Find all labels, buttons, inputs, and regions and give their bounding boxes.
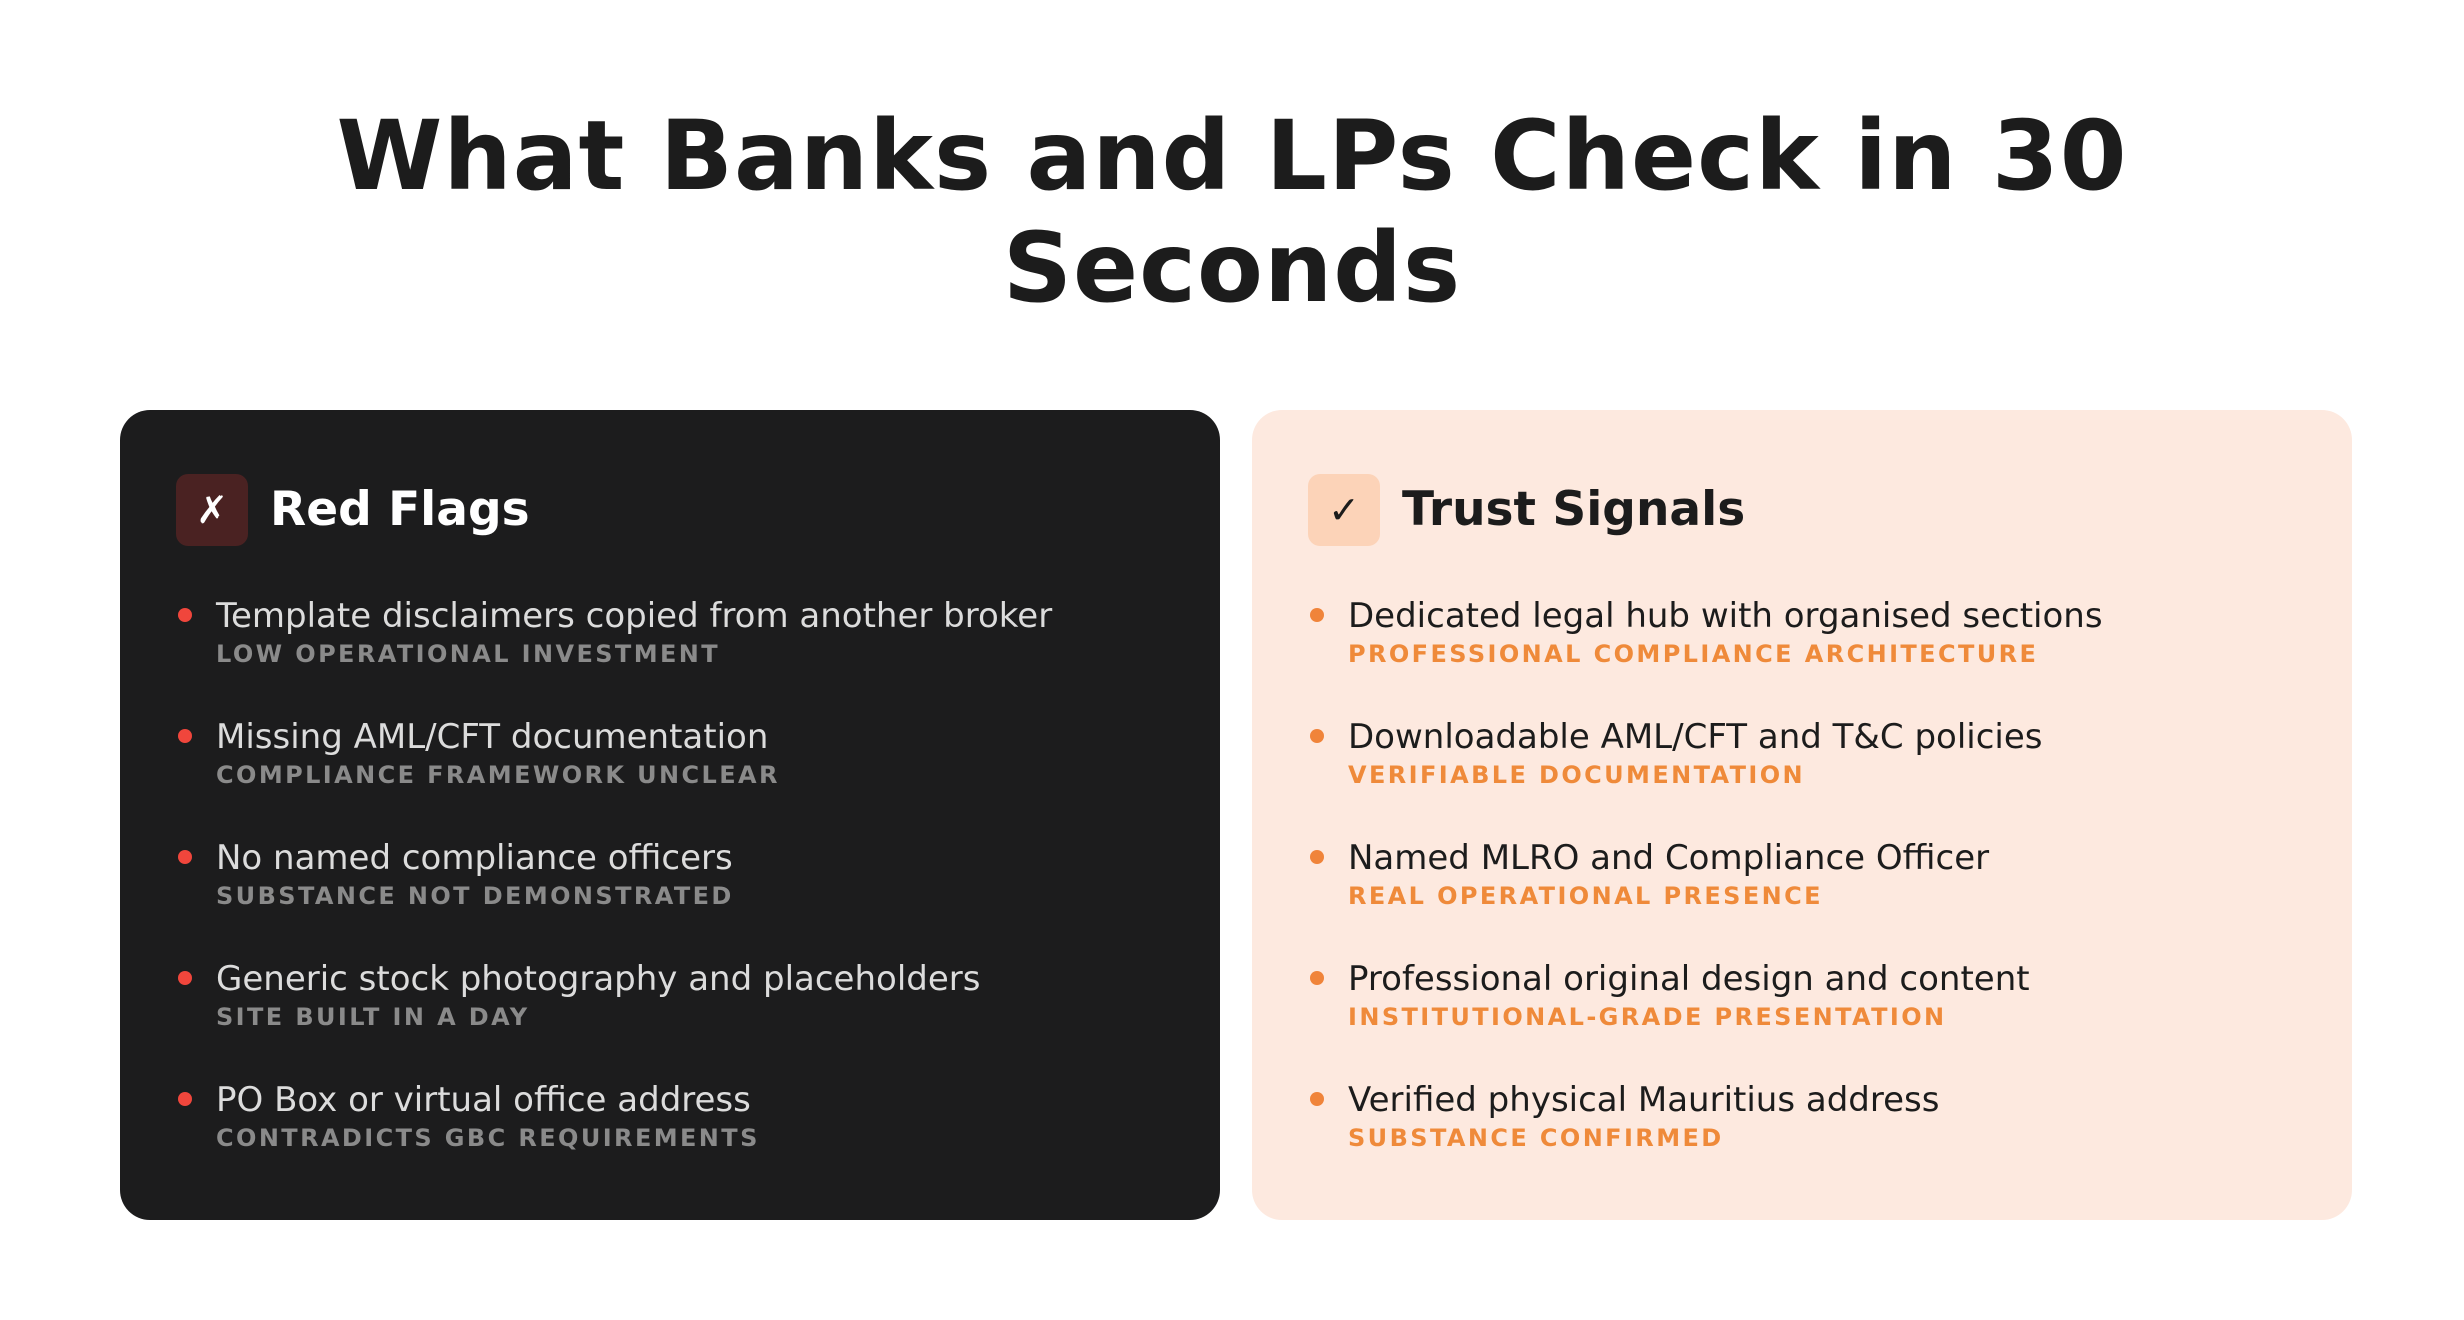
trust-signal-benefit: SUBSTANCE CONFIRMED <box>1348 1124 1724 1152</box>
trust-signal-item: Verified physical Mauritius address SUBS… <box>1308 1080 2296 1201</box>
cross-mark-icon: ✗ <box>176 474 248 546</box>
bullet-dot-icon <box>1310 729 1324 743</box>
trust-signal-text: Professional original design and content <box>1348 959 2030 999</box>
red-flag-item: PO Box or virtual office address CONTRAD… <box>176 1080 1164 1201</box>
bullet-dot-icon <box>1310 971 1324 985</box>
bullet-dot-icon <box>1310 1092 1324 1106</box>
red-flag-consequence: LOW OPERATIONAL INVESTMENT <box>216 640 721 668</box>
red-flags-card: ✗ Red Flags Template disclaimers copied … <box>120 410 1220 1220</box>
bullet-dot-icon <box>1310 608 1324 622</box>
red-flag-consequence: SITE BUILT IN A DAY <box>216 1003 530 1031</box>
bullet-dot-icon <box>178 850 192 864</box>
trust-signals-title: Trust Signals <box>1402 482 1746 537</box>
bullet-dot-icon <box>1310 850 1324 864</box>
red-flag-consequence: CONTRADICTS GBC REQUIREMENTS <box>216 1124 760 1152</box>
bullet-dot-icon <box>178 729 192 743</box>
red-flag-text: Missing AML/CFT documentation <box>216 717 769 757</box>
trust-signal-text: Dedicated legal hub with organised secti… <box>1348 596 2103 636</box>
red-flag-consequence: SUBSTANCE NOT DEMONSTRATED <box>216 882 734 910</box>
red-flag-text: Generic stock photography and placeholde… <box>216 959 981 999</box>
bullet-dot-icon <box>178 608 192 622</box>
trust-signal-benefit: VERIFIABLE DOCUMENTATION <box>1348 761 1806 789</box>
trust-signal-item: Downloadable AML/CFT and T&C policies VE… <box>1308 717 2296 838</box>
trust-signal-text: Downloadable AML/CFT and T&C policies <box>1348 717 2043 757</box>
trust-signal-text: Named MLRO and Compliance Officer <box>1348 838 1990 878</box>
trust-signal-benefit: PROFESSIONAL COMPLIANCE ARCHITECTURE <box>1348 640 2039 668</box>
trust-signal-item: Named MLRO and Compliance Officer REAL O… <box>1308 838 2296 959</box>
bullet-dot-icon <box>178 1092 192 1106</box>
trust-signal-item: Professional original design and content… <box>1308 959 2296 1080</box>
trust-signal-text: Verified physical Mauritius address <box>1348 1080 1940 1120</box>
red-flag-item: Template disclaimers copied from another… <box>176 596 1164 717</box>
red-flags-list: Template disclaimers copied from another… <box>176 596 1164 1201</box>
bullet-dot-icon <box>178 971 192 985</box>
page-title: What Banks and LPs Check in 30 Seconds <box>336 100 2128 324</box>
red-flag-item: Generic stock photography and placeholde… <box>176 959 1164 1080</box>
red-flag-text: PO Box or virtual office address <box>216 1080 751 1120</box>
red-flag-text: No named compliance officers <box>216 838 733 878</box>
trust-signals-header: ✓ Trust Signals <box>1308 474 2296 546</box>
trust-signals-card: ✓ Trust Signals Dedicated legal hub with… <box>1252 410 2352 1220</box>
trust-signal-item: Dedicated legal hub with organised secti… <box>1308 596 2296 717</box>
trust-signal-benefit: REAL OPERATIONAL PRESENCE <box>1348 882 1823 910</box>
red-flag-consequence: COMPLIANCE FRAMEWORK UNCLEAR <box>216 761 780 789</box>
check-mark-icon: ✓ <box>1308 474 1380 546</box>
red-flag-item: No named compliance officers SUBSTANCE N… <box>176 838 1164 959</box>
red-flags-header: ✗ Red Flags <box>176 474 1164 546</box>
trust-signals-list: Dedicated legal hub with organised secti… <box>1308 596 2296 1201</box>
red-flag-item: Missing AML/CFT documentation COMPLIANCE… <box>176 717 1164 838</box>
trust-signal-benefit: INSTITUTIONAL-GRADE PRESENTATION <box>1348 1003 1947 1031</box>
red-flag-text: Template disclaimers copied from another… <box>216 596 1053 636</box>
red-flags-title: Red Flags <box>270 482 530 537</box>
